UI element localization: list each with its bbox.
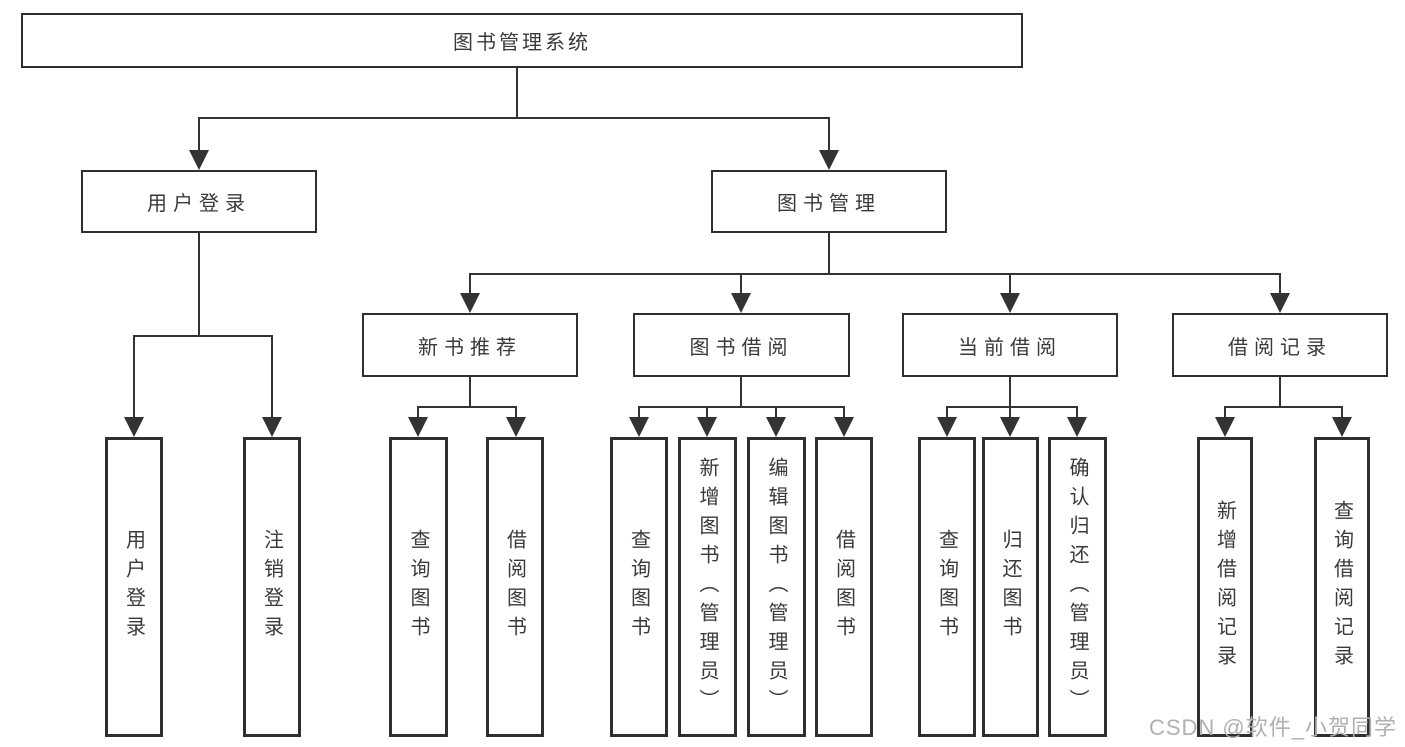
connector-line: [1009, 377, 1011, 408]
arrow-down-icon: [834, 417, 854, 437]
leaf-node-edit-book-admin: 编辑图书（管理员）: [747, 437, 806, 737]
connector-line: [775, 406, 777, 419]
connector-line: [1279, 377, 1281, 408]
connector-line: [133, 335, 135, 419]
arrow-down-icon: [262, 417, 282, 437]
connector-line: [1076, 406, 1078, 419]
watermark: CSDN @软件_小贺同学: [1148, 715, 1397, 740]
root-node-library-system: 图书管理系统: [21, 13, 1023, 68]
node-label: 查询图书: [407, 529, 429, 645]
connector-line: [740, 273, 742, 295]
arrow-down-icon: [766, 417, 786, 437]
connector-line: [638, 406, 640, 419]
connector-line: [1224, 406, 1226, 419]
arrow-down-icon: [1000, 417, 1020, 437]
connector-line: [638, 406, 845, 408]
arrow-down-icon: [1270, 293, 1290, 313]
connector-line: [706, 406, 708, 419]
leaf-node-query-books-current: 查询图书: [918, 437, 976, 737]
node-label: 借阅记录: [1228, 336, 1332, 359]
arrow-down-icon: [189, 150, 209, 170]
leaf-node-borrow-book-recommend: 借阅图书: [486, 437, 544, 737]
connector-line: [843, 406, 845, 419]
connector-line: [516, 68, 518, 119]
node-label: 新书推荐: [418, 336, 522, 359]
connector-line: [1279, 273, 1281, 295]
node-label: 编辑图书（管理员）: [765, 456, 787, 718]
branch-node-book-management: 图书管理: [711, 170, 947, 233]
arrow-down-icon: [629, 417, 649, 437]
node-label: 注销登录: [260, 529, 283, 645]
node-label: 图书管理: [777, 193, 881, 215]
arrow-down-icon: [408, 417, 428, 437]
connector-line: [946, 406, 1078, 408]
connector-line: [469, 273, 471, 295]
node-label: 查询借阅记录: [1330, 500, 1353, 674]
connector-line: [469, 377, 471, 408]
arrow-down-icon: [697, 417, 717, 437]
arrow-down-icon: [1332, 417, 1352, 437]
node-label: 查询图书: [627, 529, 650, 645]
node-label: 借阅图书: [832, 529, 855, 645]
node-label: 用户登录: [147, 193, 251, 215]
connector-line: [469, 273, 1281, 275]
leaf-node-query-books-recommend: 查询图书: [389, 437, 448, 737]
group-node-new-book-recommend: 新书推荐: [362, 313, 578, 377]
arrow-down-icon: [1067, 417, 1087, 437]
connector-line: [946, 406, 948, 419]
arrow-down-icon: [819, 150, 839, 170]
arrow-down-icon: [937, 417, 957, 437]
node-label: 归还图书: [999, 529, 1021, 645]
arrow-down-icon: [506, 417, 526, 437]
node-label: 当前借阅: [958, 336, 1062, 359]
arrow-down-icon: [1215, 417, 1235, 437]
connector-line: [198, 117, 830, 119]
connector-line: [1009, 406, 1011, 419]
leaf-node-confirm-return-admin: 确认归还（管理员）: [1048, 437, 1107, 737]
arrow-down-icon: [460, 293, 480, 313]
connector-line: [198, 118, 200, 152]
connector-line: [515, 406, 517, 419]
connector-line: [828, 233, 830, 275]
leaf-node-logout: 注销登录: [243, 437, 301, 737]
connector-line: [417, 406, 419, 419]
branch-node-user-login: 用户登录: [81, 170, 317, 233]
group-node-borrow-records: 借阅记录: [1172, 313, 1388, 377]
connector-line: [1224, 406, 1343, 408]
connector-line: [828, 118, 830, 152]
leaf-node-borrow-book: 借阅图书: [815, 437, 873, 737]
leaf-node-add-book-admin: 新增图书（管理员）: [678, 437, 737, 737]
arrow-down-icon: [1000, 293, 1020, 313]
node-label: 用户登录: [122, 529, 145, 645]
node-label: 新增借阅记录: [1213, 500, 1236, 674]
node-label: 图书管理系统: [453, 32, 591, 54]
connector-line: [133, 335, 273, 337]
connector-line: [417, 406, 517, 408]
group-node-current-borrow: 当前借阅: [902, 313, 1118, 377]
node-label: 借阅图书: [503, 529, 526, 645]
node-label: 查询图书: [935, 529, 958, 645]
connector-line: [271, 335, 273, 419]
leaf-node-query-books-borrow: 查询图书: [610, 437, 668, 737]
node-label: 图书借阅: [689, 336, 794, 359]
connector-line: [1341, 406, 1343, 419]
arrow-down-icon: [124, 417, 144, 437]
connector-line: [1009, 273, 1011, 295]
connector-line: [740, 377, 742, 408]
group-node-book-borrow: 图书借阅: [633, 313, 850, 377]
node-label: 确认归还（管理员）: [1066, 456, 1088, 718]
connector-line: [198, 233, 200, 337]
leaf-node-query-borrow-record: 查询借阅记录: [1314, 437, 1370, 737]
leaf-node-return-book: 归还图书: [982, 437, 1039, 737]
leaf-node-user-login: 用户登录: [105, 437, 163, 737]
leaf-node-add-borrow-record: 新增借阅记录: [1197, 437, 1253, 737]
arrow-down-icon: [731, 293, 751, 313]
node-label: 新增图书（管理员）: [696, 456, 718, 718]
